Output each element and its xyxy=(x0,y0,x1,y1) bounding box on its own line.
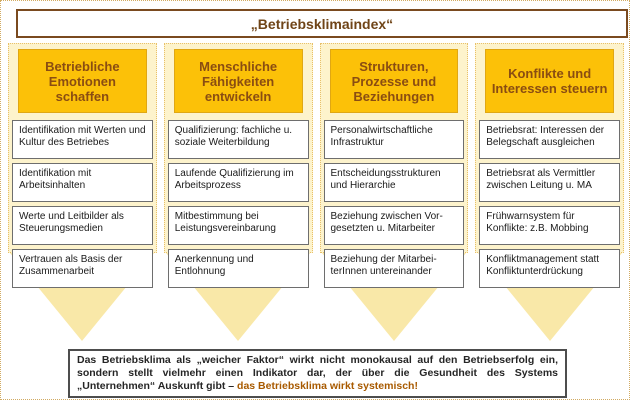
list-item: Vertrauen als Basis der Zusammenarbeit xyxy=(12,249,153,288)
column-konflikte-interessen: Konflikte und Interessen steuern Betrieb… xyxy=(475,43,624,343)
column-header: Menschliche Fähigkeiten entwickeln xyxy=(173,49,303,113)
list-item: Laufende Qualifizierung im Arbeitsprozes… xyxy=(167,163,309,202)
list-item: Frühwarnsystem für Konflikte: z.B. Mobbi… xyxy=(479,206,620,245)
list-item: Anerkennung und Entlohnung xyxy=(167,249,309,288)
column-menschliche-faehigkeiten: Menschliche Fähigkeiten entwickeln Quali… xyxy=(163,43,313,343)
list-item: Identifikation mit Arbeitsinhalten xyxy=(12,163,153,202)
list-item: Konfliktmanagement statt Konfliktunterdr… xyxy=(479,249,620,288)
conclusion-box: Das Betriebsklima als „weicher Faktor“ w… xyxy=(68,349,567,398)
list-item: Werte und Leitbilder als Steuerungsmedie… xyxy=(12,206,153,245)
column-betriebliche-emotionen: Betriebliche Emotionen schaffen Identifi… xyxy=(8,43,157,343)
column-header: Strukturen, Prozesse und Beziehungen xyxy=(329,49,459,113)
column-strukturen-prozesse: Strukturen, Prozesse und Beziehungen Per… xyxy=(319,43,469,343)
column-header-label: Betriebliche Emotionen schaffen xyxy=(45,58,120,104)
columns-area: Betriebliche Emotionen schaffen Identifi… xyxy=(8,43,624,343)
list-item: Beziehung zwischen Vor-gesetzten u. Mita… xyxy=(323,206,465,245)
column-header: Betriebliche Emotionen schaffen xyxy=(18,49,147,113)
column-header-label: Konflikte und Interessen steuern xyxy=(491,66,608,96)
conclusion-text: Das Betriebsklima als „weicher Faktor“ w… xyxy=(77,354,558,392)
conclusion-highlight: das Betriebsklima wirkt systemisch! xyxy=(237,380,418,392)
list-item: Entscheidungsstrukturen und Hierarchie xyxy=(323,163,465,202)
page-title: „Betriebsklimaindex“ xyxy=(16,9,628,38)
list-item: Betriebsrat als Vermittler zwischen Leit… xyxy=(479,163,620,202)
column-header-label: Menschliche Fähigkeiten entwickeln xyxy=(199,58,278,104)
page-title-text: „Betriebsklimaindex“ xyxy=(250,15,394,32)
list-item: Mitbestimmung bei Leistungsvereinbarung xyxy=(167,206,309,245)
list-item: Personalwirtschaftliche Infrastruktur xyxy=(323,120,465,159)
list-item: Betriebsrat: Interessen der Belegschaft … xyxy=(479,120,620,159)
list-item: Beziehung der Mitarbei-terInnen unterein… xyxy=(323,249,465,288)
list-item: Qualifizierung: fachliche u. soziale Wei… xyxy=(167,120,309,159)
list-item: Identifikation mit Werten und Kultur des… xyxy=(12,120,153,159)
column-header: Konflikte und Interessen steuern xyxy=(485,49,614,113)
column-header-label: Strukturen, Prozesse und Beziehungen xyxy=(351,58,437,104)
